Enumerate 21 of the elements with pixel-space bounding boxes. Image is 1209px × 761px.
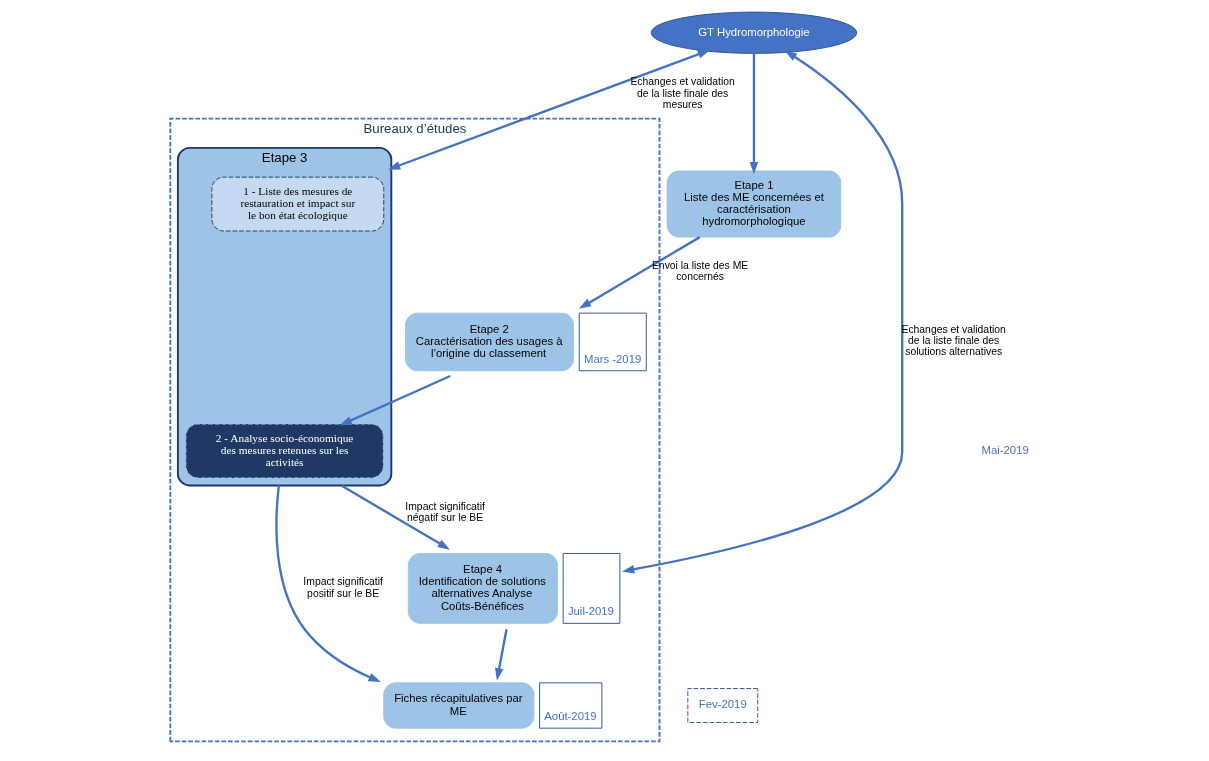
arrow [339, 374, 451, 426]
arrow [387, 49, 711, 170]
edge-label: Envoi la liste des ME concernés [651, 260, 749, 283]
node-box: Etape 1 Liste des ME concernées et caractérisation hydromorphologique [666, 170, 842, 238]
edge-label: Impact significatif négatif sur le BE [405, 500, 485, 524]
arrow [275, 485, 381, 682]
arrow [749, 53, 759, 175]
arrow [494, 629, 508, 681]
node-label: Août-2019 [544, 710, 597, 723]
arrow [622, 50, 904, 574]
node-label: Fev-2019 [698, 698, 747, 711]
node-box: 2 - Analyse socio-économique des mesures retenues sur les activités [185, 423, 384, 479]
arrow [340, 484, 450, 550]
node-box: 1 - Liste des mesures de restauration et impact sur le bon état écologique [211, 176, 385, 232]
arrow [578, 236, 701, 309]
node-label: Juil-2019 [567, 605, 614, 618]
node-ellipse: GT Hydromorphologie [650, 11, 858, 54]
label: Mai-2019 [981, 443, 1029, 456]
edge-label: Echanges et validation de la liste finale des mesures [630, 76, 735, 111]
node-label: Mars -2019 [583, 352, 642, 365]
edge-label: Impact significatif positif sur le BE [303, 576, 383, 599]
